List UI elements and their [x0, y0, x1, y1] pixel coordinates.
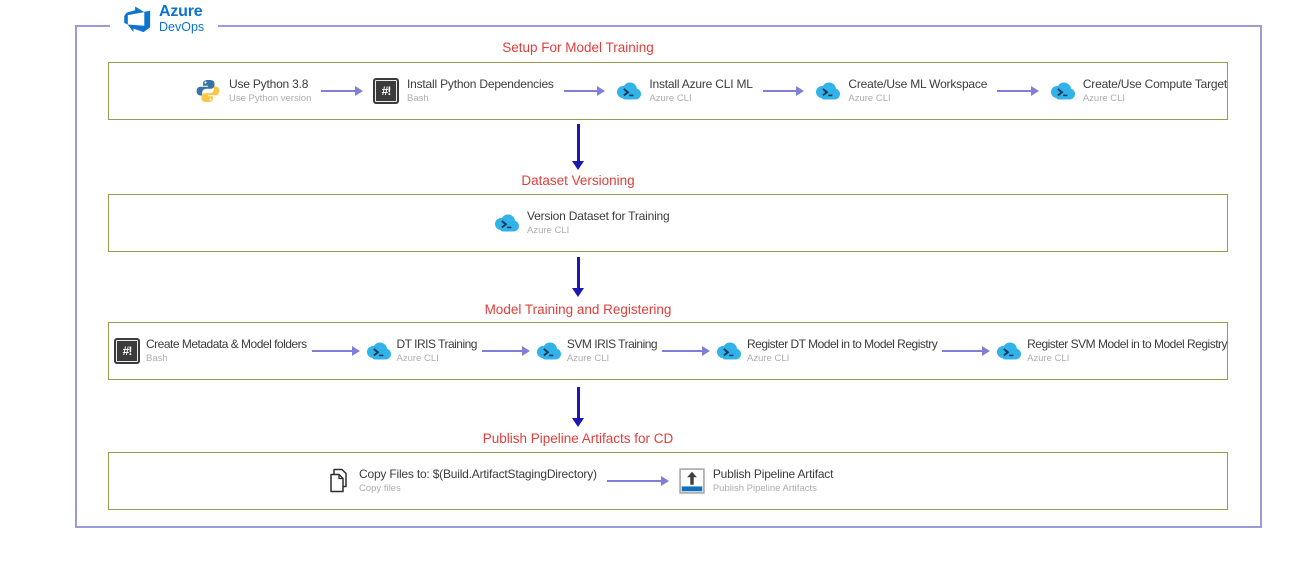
task-subtitle: Azure CLI	[527, 224, 570, 236]
task-title: Register SVM Model in to Model Registry	[1027, 336, 1228, 351]
task-title: Install Azure CLI ML	[649, 76, 753, 91]
task-subtitle: Azure CLI	[848, 92, 891, 104]
publish-artifact-icon	[679, 468, 705, 494]
task-flow-right-arrow-icon	[662, 346, 710, 356]
logo-product: DevOps	[159, 20, 205, 35]
task-title: SVM IRIS Training	[566, 336, 658, 351]
logo-brand: Azure	[159, 3, 203, 21]
stage-flow-down-arrow-icon	[572, 257, 584, 297]
azure-devops-logo-icon	[122, 4, 152, 34]
task-flow-right-arrow-icon	[321, 86, 364, 96]
task-title: Install Python Dependencies	[407, 76, 554, 91]
section-title: Model Training and Registering	[484, 302, 672, 317]
azure-cli-icon	[365, 338, 391, 364]
task-subtitle: Bash	[407, 92, 429, 104]
task-title: Create/Use Compute Target	[1082, 76, 1228, 91]
bash-icon: #!	[114, 338, 140, 364]
task-subtitle: Azure CLI	[396, 352, 439, 364]
azure-cli-icon	[1049, 78, 1075, 104]
section-title: Dataset Versioning	[521, 173, 635, 188]
azure-cli-icon	[995, 338, 1022, 364]
bash-glyph: #!	[381, 84, 392, 98]
task-flow-right-arrow-icon	[606, 476, 669, 486]
bash-glyph: #!	[122, 344, 133, 358]
azure-devops-logo-text: Azure DevOps	[159, 4, 204, 34]
task-title: Version Dataset for Training	[527, 208, 670, 223]
section-title: Setup For Model Training	[502, 40, 654, 55]
bash-icon: #!	[373, 78, 400, 104]
task-title: Copy Files to: $(Build.ArtifactStagingDi…	[359, 466, 597, 481]
task-flow-right-arrow-icon	[311, 346, 360, 356]
task-subtitle: Azure CLI	[1027, 352, 1070, 364]
task-flow-right-arrow-icon	[997, 86, 1039, 96]
task-subtitle: Use Python version	[229, 92, 312, 104]
section-title: Publish Pipeline Artifacts for CD	[482, 431, 674, 446]
task-title: Create Metadata & Model folders	[146, 336, 307, 351]
task-title: Register DT Model in to Model Registry	[747, 336, 938, 351]
task-subtitle: Copy files	[359, 482, 401, 494]
stage-flow-down-arrow-icon	[572, 124, 584, 170]
azure-cli-icon	[814, 78, 841, 104]
pipeline-task[interactable]: Copy Files to: $(Build.ArtifactStagingDi…	[325, 466, 597, 494]
task-flow-right-arrow-icon	[481, 346, 530, 356]
azure-cli-icon	[535, 338, 561, 364]
azure-cli-icon	[493, 210, 519, 236]
task-subtitle: Azure CLI	[649, 92, 692, 104]
task-title: Publish Pipeline Artifact	[712, 466, 834, 481]
task-subtitle: Bash	[146, 352, 168, 364]
task-flow-right-arrow-icon	[762, 86, 805, 96]
azure-devops-logo: Azure DevOps	[110, 2, 219, 36]
azure-cli-icon	[615, 78, 642, 104]
task-title: DT IRIS Training	[396, 336, 478, 351]
task-title: Create/Use ML Workspace	[848, 76, 988, 91]
task-flow-right-arrow-icon	[942, 346, 991, 356]
task-flow-right-arrow-icon	[563, 86, 606, 96]
task-subtitle: Publish Pipeline Artifacts	[712, 482, 817, 494]
azure-cli-icon	[715, 338, 741, 364]
python-icon	[195, 78, 221, 104]
task-subtitle: Azure CLI	[566, 352, 610, 364]
copy-files-icon	[325, 468, 351, 494]
section-box-3: Copy Files to: $(Build.ArtifactStagingDi…	[108, 452, 1228, 510]
task-subtitle: Azure CLI	[1082, 92, 1126, 104]
task-subtitle: Azure CLI	[747, 352, 790, 364]
task-title: Use Python 3.8	[229, 76, 309, 91]
stage-flow-down-arrow-icon	[572, 387, 584, 427]
